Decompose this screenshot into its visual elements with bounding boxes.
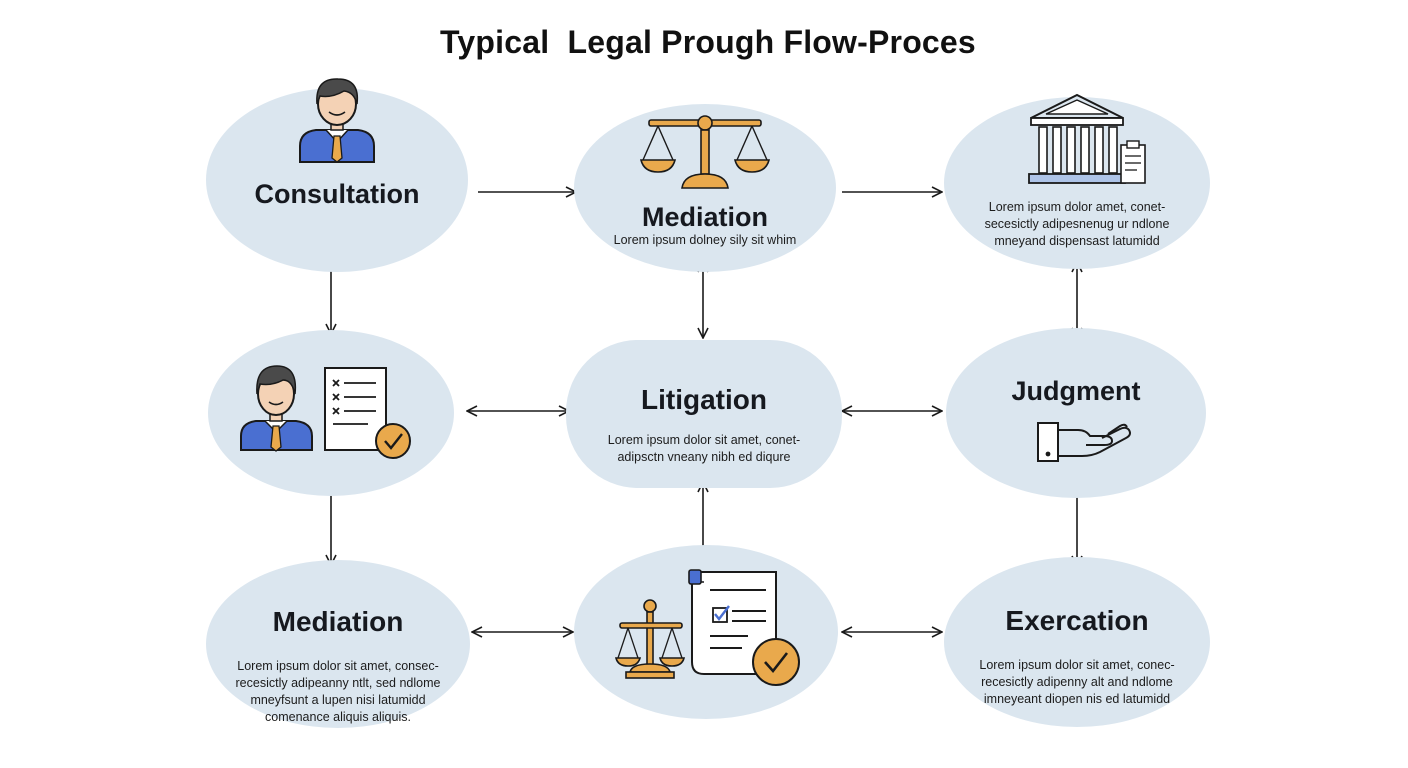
node-title: Litigation	[641, 384, 767, 415]
node-litigation: Litigation Lorem ipsum dolor sit amet, c…	[566, 340, 842, 488]
node-description: Lorem ipsum dolor sit amet, consec- rece…	[235, 659, 441, 724]
hand-icon	[1037, 422, 1131, 462]
node-description: Lorem ipsum dolor sit amet, conet- adips…	[607, 433, 801, 464]
node-description: Lorem ipsum dolor sit amet, conec- reces…	[979, 658, 1175, 706]
node-mediation-bottom: Mediation Lorem ipsum dolor sit amet, co…	[206, 560, 470, 728]
node-title: Exercation	[1005, 605, 1149, 636]
scales-icon	[639, 115, 771, 189]
person-icon	[299, 78, 375, 163]
courthouse-icon	[1028, 93, 1146, 184]
person-with-document-icon	[240, 365, 411, 459]
scales-and-document-icon	[614, 569, 800, 686]
node-title: Consultation	[254, 179, 420, 209]
node-execution: Exercation Lorem ipsum dolor sit amet, c…	[944, 557, 1210, 727]
node-judgment: Judgment	[946, 328, 1206, 498]
node-description: Lorem ipsum dolney sily sit whim	[613, 233, 797, 247]
node-title: Mediation	[272, 606, 404, 637]
node-title: Judgment	[1011, 376, 1141, 406]
node-description: Lorem ipsum dolor amet, conet- secesictl…	[984, 200, 1170, 248]
node-title: Mediation	[642, 202, 768, 232]
page-title: Typical Legal Prough Flow-Proces	[440, 24, 976, 60]
